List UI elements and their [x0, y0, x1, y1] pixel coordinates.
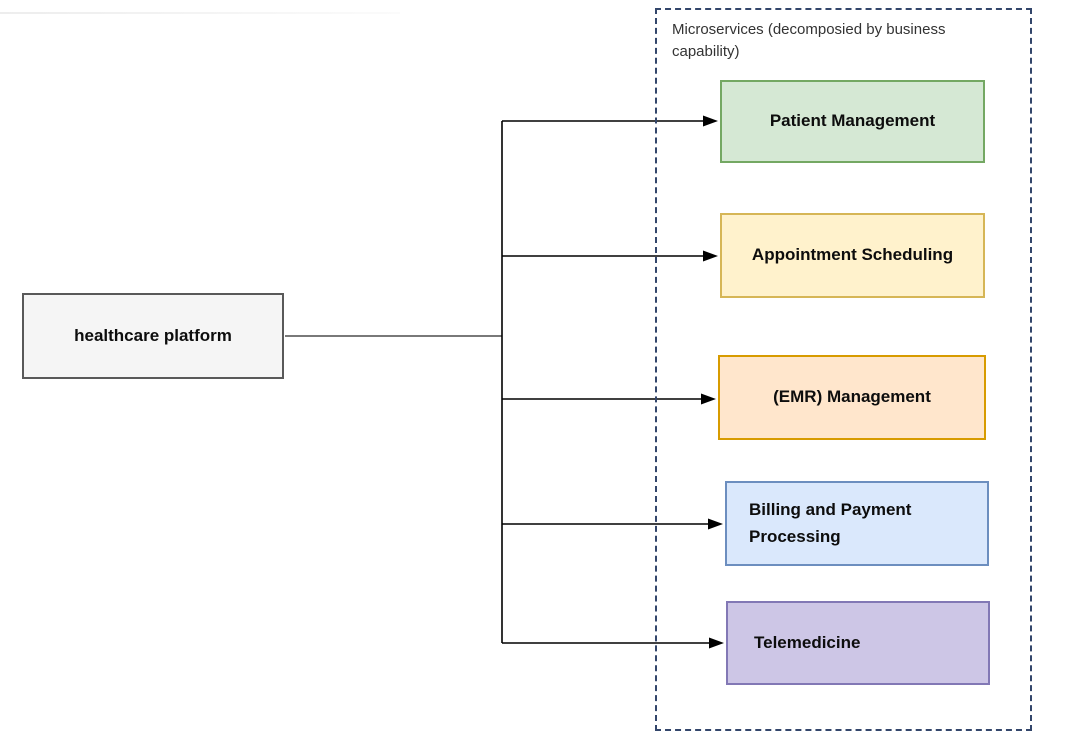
microservices-group-title: Microservices (decomposied by business c…: [672, 21, 946, 60]
window-edge-artifact: [0, 12, 400, 14]
node-billing-payment-processing: Billing and Payment Processing: [725, 481, 989, 566]
node-telemedicine: Telemedicine: [726, 601, 990, 685]
node-patient-management: Patient Management: [720, 80, 985, 163]
node-appointment-scheduling: Appointment Scheduling: [720, 213, 985, 298]
node-telemedicine-label: Telemedicine: [754, 632, 861, 652]
node-healthcare-platform-label: healthcare platform: [74, 325, 232, 345]
microservices-group-boundary: [655, 8, 1032, 731]
node-healthcare-platform: healthcare platform: [22, 293, 284, 379]
node-patient-management-label: Patient Management: [769, 111, 936, 131]
node-emr-management: (EMR) Management: [718, 355, 986, 440]
node-appointment-scheduling-label: Appointment Scheduling: [751, 245, 954, 265]
node-billing-payment-processing-label: Billing and Payment Processing: [749, 500, 912, 546]
node-emr-management-label: (EMR) Management: [773, 387, 931, 407]
